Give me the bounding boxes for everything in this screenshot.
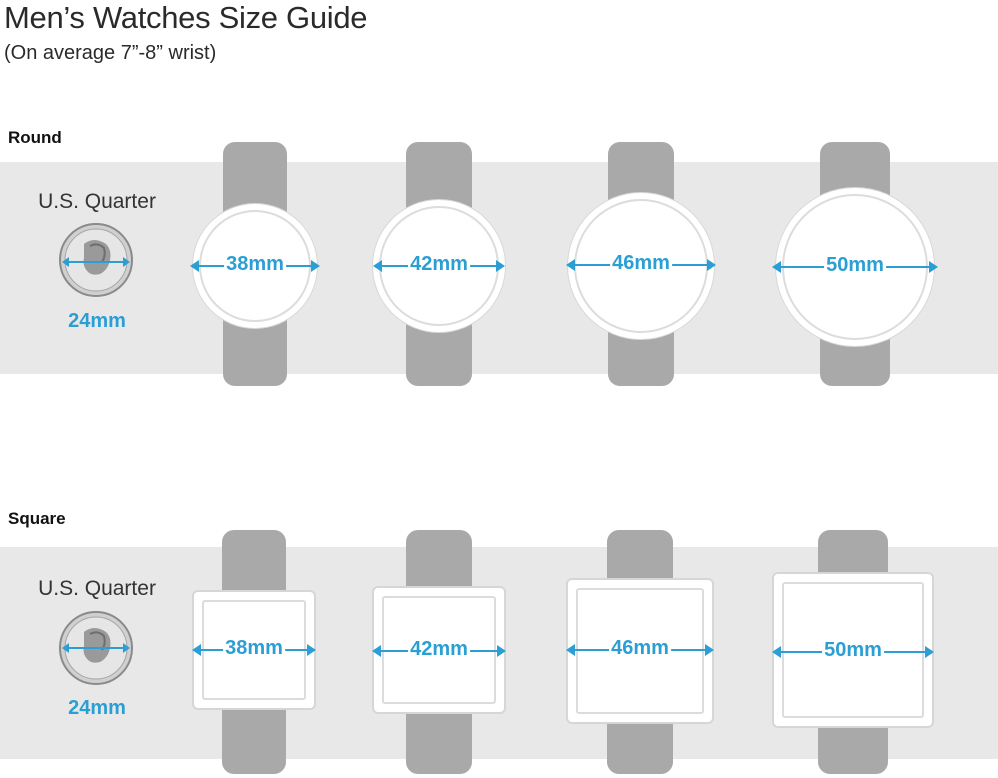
size-label: 46mm <box>610 252 672 275</box>
coin-label-square: U.S. Quarter <box>38 577 156 600</box>
size-measure: 38mm <box>190 253 320 277</box>
size-measure: 46mm <box>566 252 716 276</box>
size-measure: 38mm <box>192 637 316 661</box>
page-title: Men’s Watches Size Guide <box>4 0 368 35</box>
size-measure: 42mm <box>372 638 506 662</box>
size-label: 42mm <box>408 638 470 661</box>
round-watch-38: 38mm <box>190 142 320 386</box>
square-watch-50: 50mm <box>772 530 934 774</box>
size-measure: 42mm <box>373 253 505 277</box>
round-watch-42: 42mm <box>373 142 505 386</box>
square-watch-38: 38mm <box>192 530 316 774</box>
section-label-square: Square <box>8 509 66 528</box>
quarter-coin-icon <box>59 223 133 297</box>
size-label: 46mm <box>609 637 671 660</box>
coin-size-round: 24mm <box>68 310 126 332</box>
round-watch-46: 46mm <box>566 142 716 386</box>
coin-label-round: U.S. Quarter <box>38 190 156 213</box>
quarter-coin-icon <box>59 611 133 685</box>
square-watch-46: 46mm <box>566 530 714 774</box>
size-measure: 50mm <box>772 639 934 663</box>
size-label: 50mm <box>822 639 884 662</box>
round-watch-50: 50mm <box>772 142 938 386</box>
coin-size-square: 24mm <box>68 697 126 719</box>
section-label-round: Round <box>8 128 62 147</box>
size-measure: 50mm <box>772 254 938 278</box>
size-measure: 46mm <box>566 637 714 661</box>
square-watch-42: 42mm <box>372 530 506 774</box>
size-label: 38mm <box>223 637 285 660</box>
page-subtitle: (On average 7”-8” wrist) <box>4 42 217 64</box>
size-label: 38mm <box>224 253 286 276</box>
size-label: 50mm <box>824 254 886 277</box>
size-label: 42mm <box>408 253 470 276</box>
